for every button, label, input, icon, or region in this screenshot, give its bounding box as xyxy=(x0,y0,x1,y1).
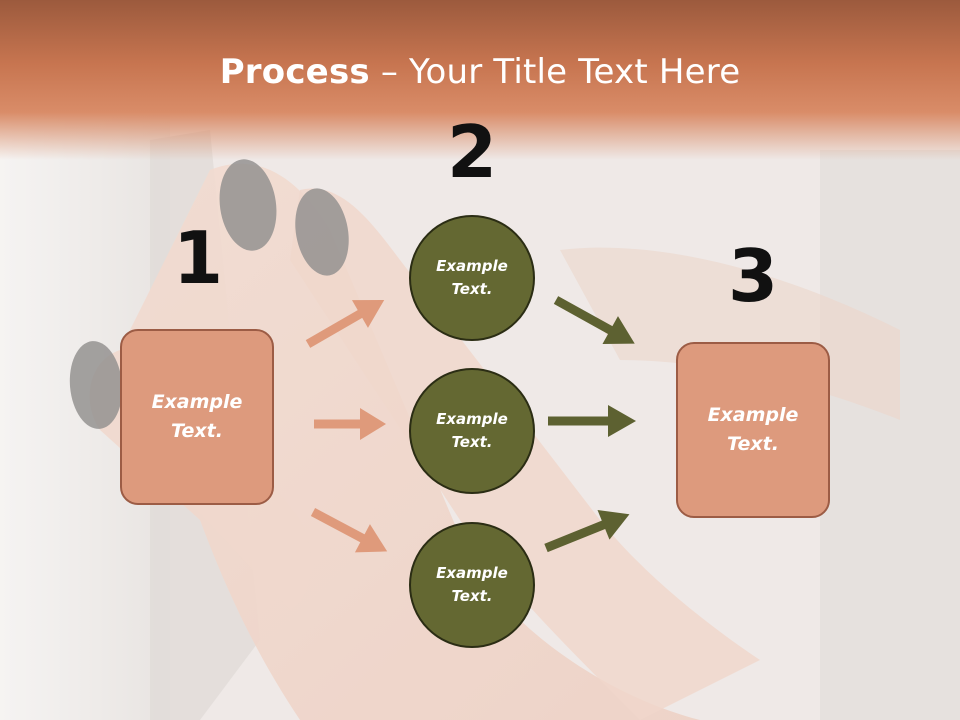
nail-1 xyxy=(219,159,277,251)
slide-title[interactable]: Process – Your Title Text Here xyxy=(0,52,960,92)
nail-2 xyxy=(295,188,349,276)
step-1-box[interactable]: Example Text. xyxy=(120,329,274,505)
step-3-text: Example Text. xyxy=(707,404,799,455)
arrow-right-icon xyxy=(305,300,385,348)
step-3-box[interactable]: Example Text. xyxy=(676,342,830,518)
title-rest-part: – Your Title Text Here xyxy=(369,52,741,92)
header-band xyxy=(0,0,960,160)
arrow-right-icon xyxy=(548,405,636,437)
step-number-1: 1 xyxy=(172,216,224,300)
step-2-circle-middle[interactable]: Example Text. xyxy=(409,368,535,494)
arrow-right-icon xyxy=(314,408,386,440)
step-2-circle-bottom[interactable]: Example Text. xyxy=(409,522,535,648)
step-2-circle-top[interactable]: Example Text. xyxy=(409,215,535,341)
nail-3 xyxy=(69,341,123,429)
arrow-right-icon xyxy=(553,296,635,345)
circle-top-text: Example Text. xyxy=(436,257,508,298)
circle-middle-text: Example Text. xyxy=(436,410,508,451)
title-bold-part: Process xyxy=(219,52,370,92)
circle-bottom-text: Example Text. xyxy=(436,564,508,605)
step-1-text: Example Text. xyxy=(151,391,243,442)
arrow-right-icon xyxy=(310,508,388,553)
step-number-2: 2 xyxy=(446,110,498,194)
step-number-3: 3 xyxy=(727,234,779,318)
arrow-right-icon xyxy=(544,509,630,553)
